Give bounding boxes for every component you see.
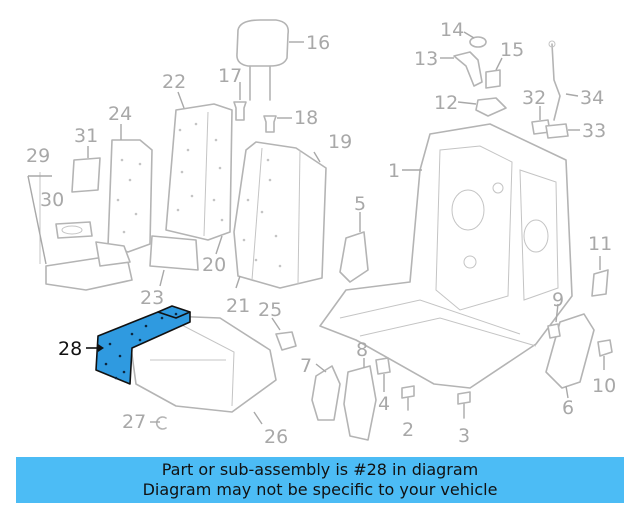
part-17-guide (233, 82, 247, 121)
part-3-bolt (457, 391, 471, 419)
callout-6: 6 (562, 397, 574, 419)
callout-16: 16 (306, 32, 330, 54)
part-30-cupholder (55, 221, 93, 239)
callout-17: 17 (218, 65, 242, 87)
part-25-clip (271, 317, 297, 351)
part-1-seat-frame (319, 123, 573, 389)
callout-labels: 1 2 3 4 5 6 7 8 9 10 11 12 13 14 15 16 1… (26, 19, 616, 448)
callout-33: 33 (582, 120, 606, 142)
callout-5: 5 (354, 193, 366, 215)
part-16-headrest (236, 19, 304, 101)
banner-line-2: Diagram may not be specific to your vehi… (142, 480, 498, 499)
part-34-cable (548, 40, 579, 121)
part-15-cover (485, 57, 503, 89)
part-9-clip (547, 303, 561, 339)
callout-4: 4 (378, 393, 390, 415)
callout-28: 28 (58, 338, 82, 360)
callout-7: 7 (300, 355, 312, 377)
callout-24: 24 (108, 103, 132, 125)
part-11-cap (591, 256, 609, 297)
callout-18: 18 (294, 107, 318, 129)
part-22-back-pad (165, 91, 233, 241)
callout-14: 14 (440, 19, 464, 41)
part-12-latch (457, 97, 507, 117)
part-14-knob (463, 31, 487, 48)
callout-11: 11 (588, 233, 612, 255)
callout-1: 1 (388, 160, 400, 182)
part-23-bracket (149, 235, 199, 287)
part-29-armrest (27, 172, 133, 291)
callout-13: 13 (414, 48, 438, 70)
part-31-panel (71, 146, 101, 193)
part-10-nut (597, 339, 613, 370)
part-5-bracket (339, 212, 369, 283)
part-8-cover (343, 358, 377, 441)
callout-34: 34 (580, 87, 604, 109)
callout-9: 9 (552, 289, 564, 311)
banner-line-1: Part or sub-assembly is #28 in diagram (161, 460, 479, 479)
callout-32: 32 (522, 87, 546, 109)
callout-30: 30 (40, 189, 64, 211)
parts-diagram: 1 2 3 4 5 6 7 8 9 10 11 12 13 14 15 16 1… (26, 19, 616, 448)
info-banner: Part or sub-assembly is #28 in diagram D… (16, 457, 624, 503)
part-33-buckle (545, 123, 580, 139)
callout-25: 25 (258, 299, 282, 321)
callout-10: 10 (592, 375, 616, 397)
callout-26: 26 (264, 426, 288, 448)
callout-31: 31 (74, 125, 98, 147)
callout-22: 22 (162, 71, 186, 93)
callout-29: 29 (26, 145, 50, 167)
part-20-leader (215, 235, 223, 255)
callout-15: 15 (500, 39, 524, 61)
callout-21: 21 (226, 295, 250, 317)
callout-19: 19 (328, 131, 352, 153)
part-13-bracket (440, 51, 483, 87)
callout-27: 27 (122, 411, 146, 433)
part-18-guide (263, 115, 292, 133)
part-24-pad (107, 124, 153, 253)
part-28-highlighted-pad (86, 305, 191, 385)
part-2-bolt (401, 385, 415, 411)
part-4-clip (375, 357, 391, 392)
callout-12: 12 (434, 92, 458, 114)
callout-8: 8 (356, 339, 368, 361)
callout-23: 23 (140, 287, 164, 309)
part-19-back-cover (233, 141, 327, 289)
callout-3: 3 (458, 425, 470, 447)
callout-2: 2 (402, 419, 414, 441)
part-7-cover (311, 363, 341, 421)
callout-20: 20 (202, 254, 226, 276)
part-27-clip (150, 416, 167, 430)
